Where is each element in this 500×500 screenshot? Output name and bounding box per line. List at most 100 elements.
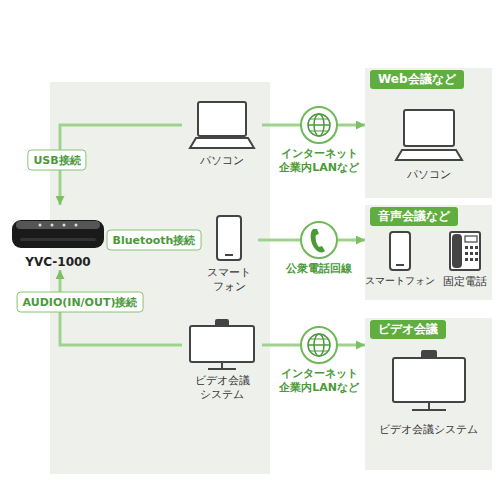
video-system-icon-part: [221, 362, 223, 368]
laptop-icon-part: [404, 110, 454, 146]
group-panel: Web会議などパソコン: [365, 68, 492, 198]
fixed-phone-icon-part: [465, 236, 477, 242]
phone-line-icon: [301, 222, 337, 258]
video-system-icon-part: [422, 351, 436, 358]
group-panel: [365, 68, 492, 198]
device-node: ビデオ会議システム: [365, 423, 492, 437]
globe-icon-part: [301, 327, 337, 363]
speakerphone-illustration-part: [12, 220, 104, 248]
fixed-phone-icon: [450, 232, 480, 270]
connector: [337, 239, 365, 242]
node-label: パソコン: [365, 168, 492, 182]
node-label: 公衆電話回線: [273, 262, 365, 276]
network-node: インターネット 企業内LANなど: [273, 107, 365, 175]
video-system-icon: [393, 351, 465, 410]
speakerphone-illustration-part: [75, 224, 78, 227]
video-system-icon-part: [412, 409, 446, 411]
connector: [337, 344, 365, 347]
globe-icon-part: [301, 107, 337, 143]
speakerphone-illustration-part: [16, 221, 100, 229]
node-label: ビデオ会議システム: [365, 423, 492, 437]
smartphone-icon-part: [396, 264, 404, 266]
middle-panel: [50, 82, 270, 474]
video-system-icon-part: [216, 320, 228, 326]
globe-icon: [301, 107, 337, 143]
smartphone-icon-part: [390, 232, 410, 270]
speakerphone-illustration: [12, 220, 104, 248]
speakerphone-illustration-part: [51, 224, 54, 227]
connector: [337, 124, 365, 127]
fixed-phone-icon-part-part: [465, 252, 468, 255]
device-node: パソコン: [182, 98, 262, 168]
globe-icon-part: [310, 119, 328, 120]
group-heading: 音声会議など: [365, 205, 492, 226]
fixed-phone-icon-part: [450, 232, 480, 270]
video-system-icon: [190, 320, 254, 369]
speakerphone-illustration-part: [20, 238, 96, 241]
connection-label: USB接続: [27, 150, 86, 171]
device-node: スマート フォン: [200, 212, 258, 294]
smartphone-icon-part: [217, 216, 241, 260]
device-node: YVC-1000: [8, 205, 108, 270]
node-label: YVC-1000: [8, 255, 108, 270]
fixed-phone-icon-part: [453, 235, 461, 267]
phone-line-icon-part: [311, 229, 325, 252]
globe-icon: [301, 327, 337, 363]
globe-icon-part: [308, 334, 330, 356]
video-system-icon-part: [428, 402, 430, 409]
device-node: パソコン: [365, 168, 492, 182]
group-heading-band: Web会議など: [370, 70, 464, 89]
fixed-phone-icon-part-part: [465, 258, 468, 261]
globe-icon-part: [310, 351, 328, 352]
laptop-icon-part: [396, 150, 462, 160]
fixed-phone-icon-part-part: [475, 246, 478, 249]
node-label: スマートフォン: [365, 275, 435, 288]
speakerphone-illustration-part: [63, 224, 66, 227]
node-label: インターネット 企業内LANなど: [273, 147, 365, 175]
video-system-icon-part: [393, 358, 465, 402]
connector: [262, 124, 301, 127]
fixed-phone-icon-part-part: [470, 258, 473, 261]
connector: [258, 239, 301, 242]
group-panel: ビデオ会議ビデオ会議システム: [365, 318, 492, 470]
connection-label: Bluetooth接続: [107, 230, 202, 251]
globe-icon-part: [308, 114, 330, 136]
group-heading: ビデオ会議: [365, 318, 492, 339]
device-node: ビデオ会議 システム: [182, 318, 262, 402]
smartphone-icon: [390, 232, 410, 270]
connector: [262, 344, 301, 347]
group-heading-band: 音声会議など: [370, 207, 458, 226]
fixed-phone-icon-part-part: [475, 258, 478, 261]
network-node: インターネット 企業内LANなど: [273, 327, 365, 395]
laptop-icon: [396, 110, 462, 160]
phone-line-icon-part: [301, 222, 337, 258]
connection-label: AUDIO(IN/OUT)接続: [17, 292, 144, 313]
video-system-icon-part: [190, 326, 254, 362]
laptop-icon-part: [198, 102, 246, 136]
laptop-icon: [190, 102, 254, 148]
video-system-icon-part: [208, 368, 236, 370]
globe-icon-part: [310, 339, 328, 340]
laptop-icon-part: [190, 138, 254, 148]
network-node: 公衆電話回線: [273, 222, 365, 276]
smartphone-icon-part: [225, 254, 233, 256]
device-node: スマートフォン: [365, 275, 435, 288]
device-node: 固定電話: [437, 275, 492, 289]
fixed-phone-icon-part-part: [470, 246, 473, 249]
fixed-phone-icon-part-part: [465, 246, 468, 249]
fixed-phone-icon-part: [465, 246, 478, 261]
group-heading: Web会議など: [365, 68, 492, 89]
globe-icon-part: [310, 131, 328, 132]
node-label: ビデオ会議 システム: [182, 374, 262, 402]
node-label: スマート フォン: [200, 266, 258, 294]
group-heading-band: ビデオ会議: [370, 320, 446, 339]
group-panel: [365, 205, 492, 300]
globe-icon-part: [308, 344, 330, 346]
node-label: パソコン: [182, 154, 262, 168]
globe-icon-part: [308, 124, 330, 126]
fixed-phone-icon-part-part: [475, 252, 478, 255]
node-label: 固定電話: [437, 275, 492, 289]
node-label: インターネット 企業内LANなど: [273, 367, 365, 395]
